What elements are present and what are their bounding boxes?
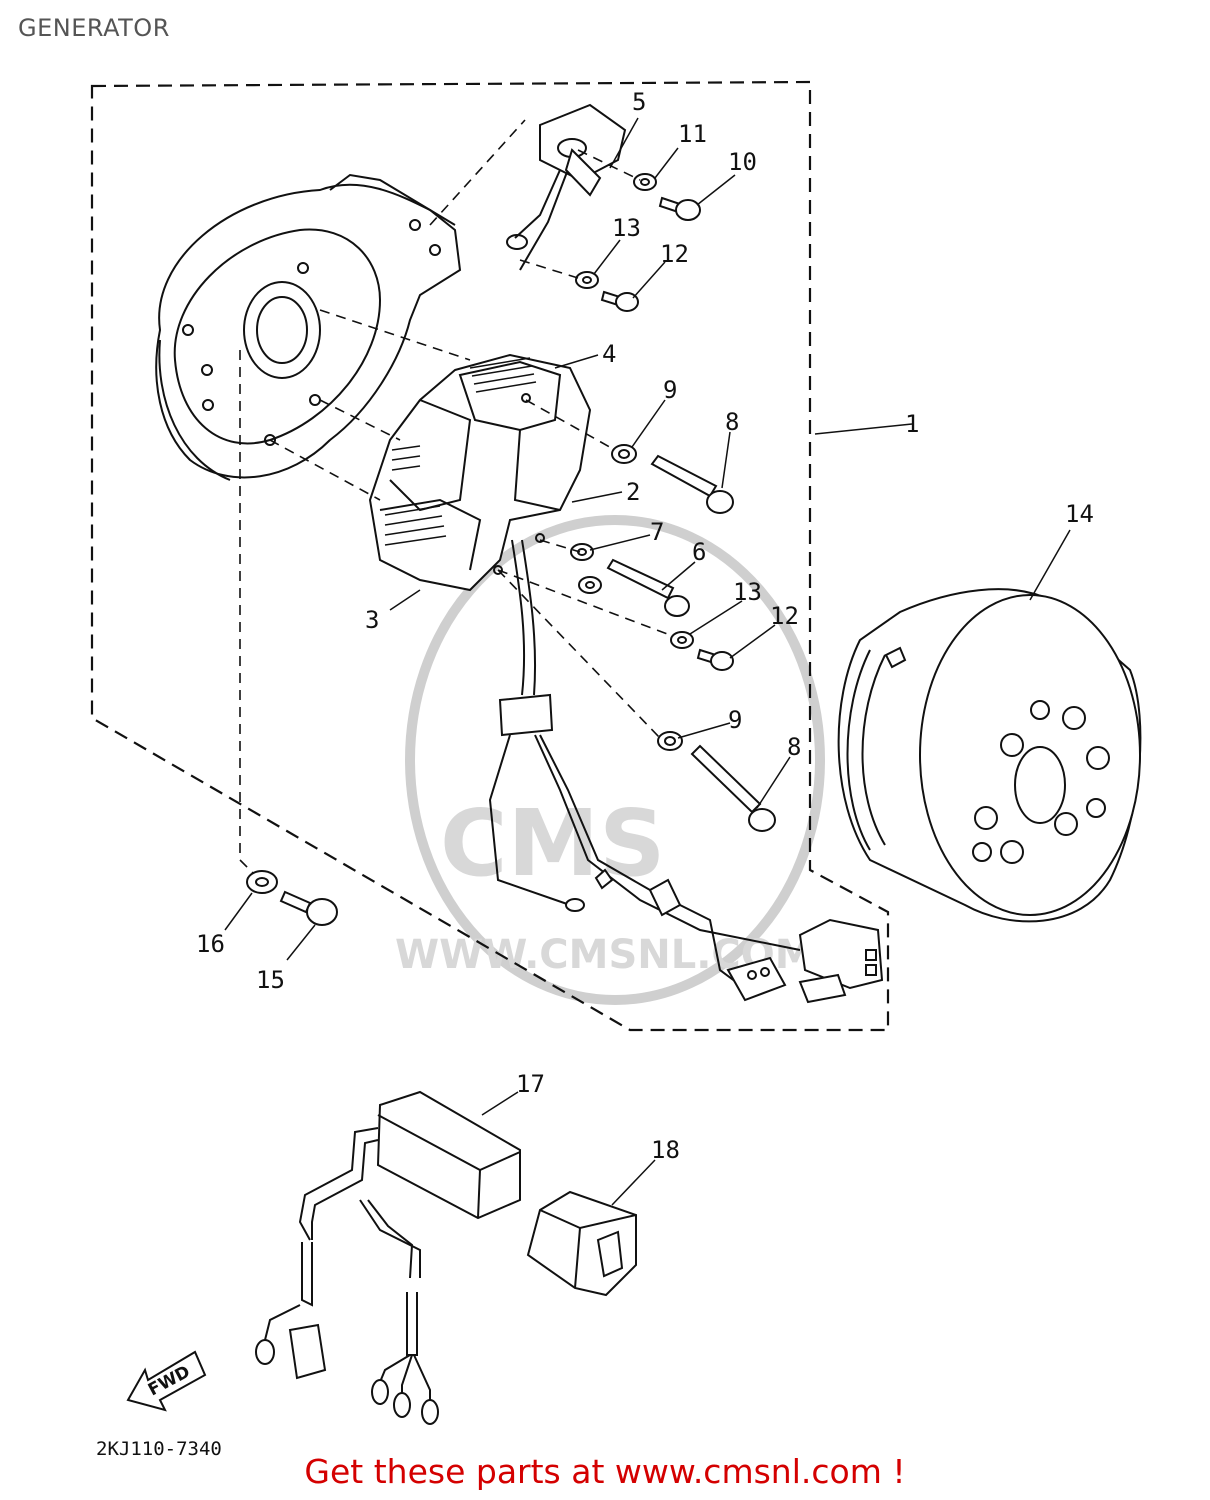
cdi-bracket [526,1190,637,1297]
bolt-8-top [650,454,734,514]
page-title: GENERATOR [18,14,170,42]
screw-15 [279,890,338,926]
part-label-1: 1 [905,410,919,438]
stator-base-plate [155,173,462,481]
part-label-7: 7 [650,518,664,546]
part-label-5: 5 [632,88,646,116]
part-label-11: 11 [678,120,707,148]
bolt-8-bottom [690,744,776,832]
part-label-18: 18 [651,1136,680,1164]
fwd-arrow-icon: FWD [126,1350,207,1412]
part-label-13-top: 13 [612,214,641,242]
diagram-code: 2KJ110-7340 [96,1438,222,1460]
part-label-9-top: 9 [663,376,677,404]
part-label-8-bottom: 8 [787,733,801,761]
stator-coil-assembly [368,353,592,592]
wire-harness [488,539,884,1004]
part-label-4: 4 [602,340,616,368]
washer-16 [246,870,278,894]
washer-9-top [611,444,637,464]
part-label-6: 6 [692,538,706,566]
part-label-12-top: 12 [660,240,689,268]
part-label-3: 3 [365,606,379,634]
bolt-6 [606,558,690,617]
flywheel-rotor [837,588,1142,923]
part-label-2: 2 [626,478,640,506]
screw-12-mid [696,648,734,671]
part-label-17: 17 [516,1070,545,1098]
screw-12-top [600,290,639,312]
washer-13-top [575,271,599,289]
screw-10 [658,196,701,221]
part-label-9-bottom: 9 [728,706,742,734]
cdi-unit [255,1090,521,1425]
part-label-12-mid: 12 [770,602,799,630]
assembly-axis-lines [239,119,671,876]
promo-link-text[interactable]: Get these parts at www.cmsnl.com ! [304,1452,906,1491]
washer-7 [570,543,594,561]
watermark-brand: CMS [440,790,665,897]
part-label-16: 16 [196,930,225,958]
part-label-13-mid: 13 [733,578,762,606]
washer-9-bottom [657,731,683,751]
assembly-boundary [90,80,890,1032]
leader-lines [224,117,1071,1206]
pickup-coil [506,103,627,271]
part-label-14: 14 [1065,500,1094,528]
washer-11 [633,173,657,191]
part-number-labels: 5 11 10 13 12 4 1 9 8 2 7 6 13 12 3 14 9… [196,88,1094,1164]
washer-13-mid [670,631,694,649]
part-label-10: 10 [728,148,757,176]
washer-mid [578,576,602,594]
part-label-8-top: 8 [725,408,739,436]
part-label-15: 15 [256,966,285,994]
